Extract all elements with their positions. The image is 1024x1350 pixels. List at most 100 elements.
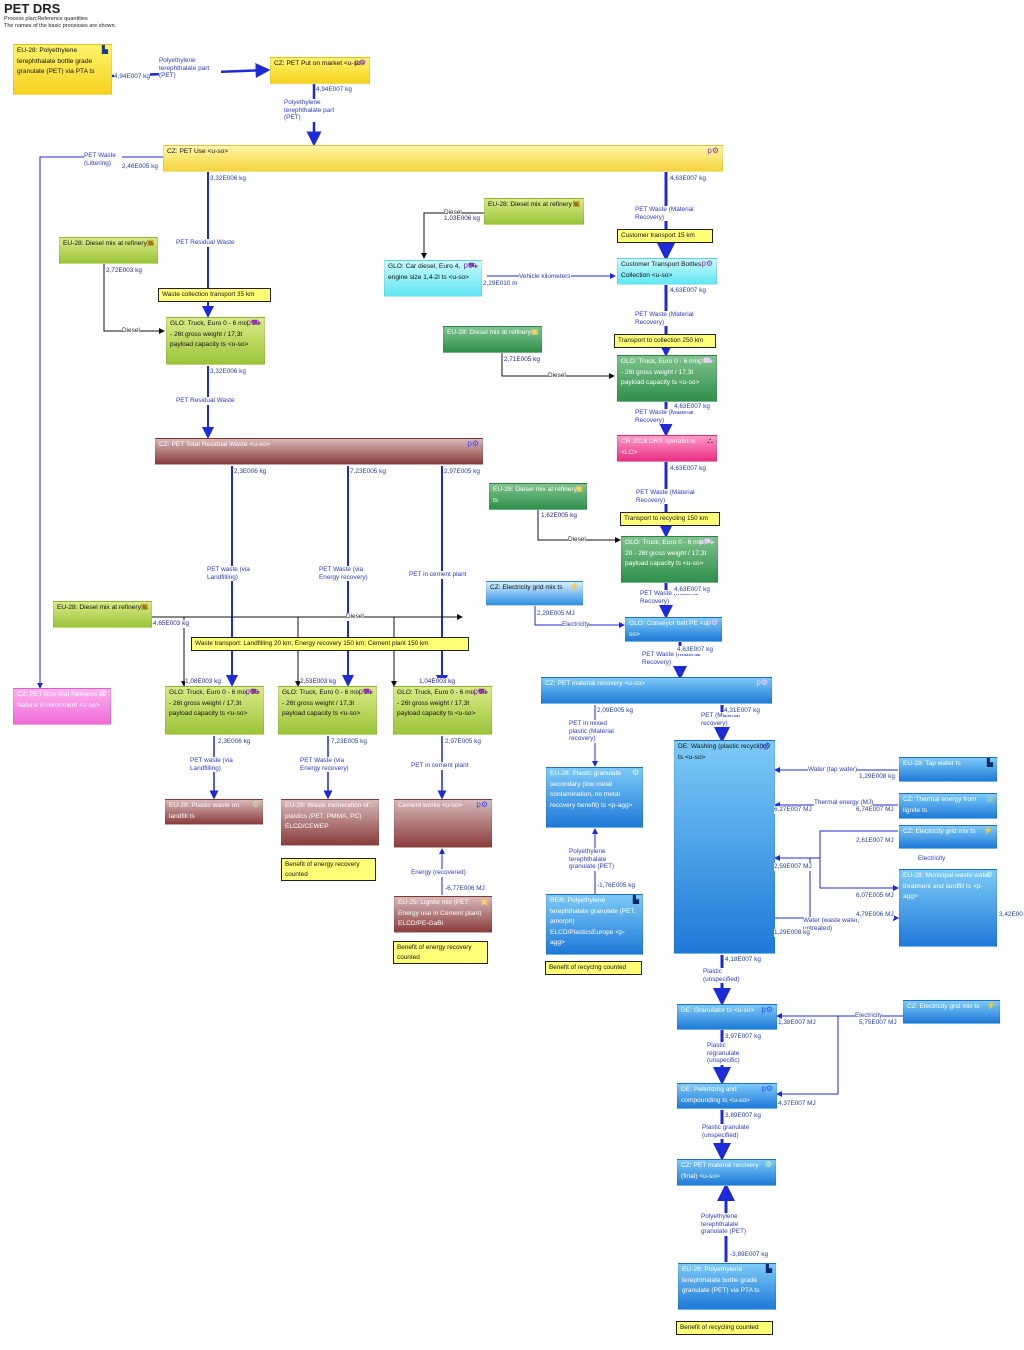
- lightning-icon: ⚡: [986, 1001, 996, 1010]
- process-label: GLO: Truck, Euro 0 - 6 mix, 20 - 26t gro…: [397, 689, 487, 717]
- process-label: EU-28: Diesel mix at refinery ts: [63, 240, 154, 247]
- process-label: CZ: PET material recovery (final) <u-so>: [681, 1162, 759, 1180]
- process-truck-cement[interactable]: GLO: Truck, Euro 0 - 6 mix, 20 - 26t gro…: [393, 686, 492, 735]
- fuel-icon: ▣: [530, 327, 538, 336]
- note-benefit-energy-2: Benefit of energy recovery counted: [393, 941, 488, 964]
- process-gear-icon: p⚙: [761, 1084, 773, 1093]
- process-diesel-refinery-5[interactable]: EU-28: Diesel mix at refinery ts▣: [53, 601, 152, 628]
- flow-amount: 4,63E007 kg: [670, 287, 706, 295]
- flow-amount: 4,63E007 kg: [674, 403, 710, 411]
- flow-label: PET in cement plant: [411, 762, 469, 770]
- process-gear-icon: p⚙: [701, 259, 713, 268]
- truck-icon: p⛟: [463, 261, 478, 270]
- flow-label: Polyethylene terephthalate part (PET): [284, 99, 346, 122]
- subtitle-line-1: Process plan:Reference quantities: [4, 16, 88, 22]
- process-label: GLO: Truck, Euro 0 - 6 mix, 20 - 26t gro…: [170, 320, 260, 348]
- process-car-diesel[interactable]: GLO: Car diesel, Euro 4, engine size 1,4…: [384, 260, 482, 297]
- fuel-icon: ▣: [146, 238, 154, 247]
- process-conveyor-belt[interactable]: GLO: Conveyor belt PE <u-so>p⚙: [625, 617, 722, 642]
- note-customer-transport: Customer transport 15 km: [617, 229, 713, 243]
- flow-label: Electricity: [918, 855, 946, 863]
- process-pet-use[interactable]: CZ: PET Use <u-so>p⚙: [163, 145, 723, 172]
- truck-icon: p⛟: [473, 687, 488, 696]
- flow-label-diesel: Diesel: [568, 536, 586, 544]
- process-label: GLO: Car diesel, Euro 4, engine size 1,4…: [388, 263, 470, 281]
- process-label: CZ: Electricity grid mix ts: [903, 828, 976, 835]
- process-electricity-grid-2[interactable]: CZ: Electricity grid mix ts⚡: [899, 825, 997, 849]
- process-pet-put-on-market[interactable]: CZ: PET Put on market <u-so>p⚙: [270, 57, 370, 84]
- process-label: GLO: Conveyor belt PE <u-so>: [629, 620, 710, 638]
- process-gear-icon: p⚙: [761, 1005, 773, 1014]
- flow-amount: 3,32E006 kg: [210, 368, 246, 376]
- process-plastic-waste-landfill[interactable]: EU-28: Plastic waste on landfill ts⚙: [165, 799, 263, 825]
- fuel-icon: ▣: [572, 199, 580, 208]
- process-truck-recycling[interactable]: GLO: Truck, Euro 0 - 6 mix, 20 - 26t gro…: [621, 536, 718, 583]
- process-drs-operations[interactable]: CR 2018 DRS operations <LC>⛬: [617, 435, 717, 462]
- flow-amount: 4,18E007 kg: [725, 956, 761, 964]
- process-pet-total-residual[interactable]: CZ: PET Total Residual Waste <u-so>p⚙: [155, 438, 483, 465]
- flow-amount: 4,79E006 MJ: [856, 911, 894, 919]
- page-title: PET DRS: [4, 1, 61, 16]
- truck-icon: p⛟: [245, 687, 260, 696]
- process-pelletizing[interactable]: DE: Pelletizing and compounding ts <u-so…: [677, 1083, 777, 1109]
- flow-label-diesel: Diesel: [122, 327, 140, 335]
- process-pet-bottle-grade-top[interactable]: EU-28: Polyethylene terephthalate bottle…: [13, 44, 112, 95]
- flow-amount: 4,63E007 kg: [677, 646, 713, 654]
- process-label: EU-28: Municipal waste water treatment a…: [903, 872, 991, 900]
- flow-label: PET Waste (via Energy recovery): [319, 566, 381, 581]
- process-diesel-refinery-3[interactable]: EU-28: Diesel mix at refinery ts▣: [443, 326, 542, 353]
- flow-label: Plastic granulate (unspecified): [702, 1124, 756, 1139]
- process-waste-incineration[interactable]: EU-28: Waste incineration of plastics (P…: [281, 799, 379, 846]
- process-truck-energy[interactable]: GLO: Truck, Euro 0 - 6 mix, 20 - 26t gro…: [278, 686, 377, 735]
- flow-label: Thermal energy (MJ): [814, 799, 874, 807]
- note-benefit-recycling-2: Benefit of recycling counted: [676, 1321, 773, 1335]
- flow-label: PET Residual Waste: [176, 397, 235, 405]
- process-municipal-waste-water[interactable]: EU-28: Municipal waste water treatment a…: [899, 869, 997, 947]
- process-label: GLO: Truck, Euro 0 - 6 mix, 20 - 26t gro…: [169, 689, 259, 717]
- process-truck-residual[interactable]: GLO: Truck, Euro 0 - 6 mix, 20 - 26t gro…: [166, 317, 265, 365]
- process-diesel-refinery-2[interactable]: EU-28: Diesel mix at refinery ts▣: [484, 198, 584, 225]
- process-truck-collection[interactable]: GLO: Truck, Euro 0 - 6 mix, 20 - 26t gro…: [617, 355, 717, 402]
- process-label: CR 2018 DRS operations <LC>: [621, 438, 696, 456]
- flow-amount: 4,63E007 kg: [670, 175, 706, 183]
- process-rer-pet-granulate[interactable]: RER: Polyethylene terephthalate granulat…: [546, 894, 643, 955]
- process-gear-icon: p⚙: [707, 146, 719, 155]
- process-cement-works[interactable]: Cement works <u-so>p⚙: [394, 799, 492, 848]
- flow-label: PET Residual Waste: [176, 239, 235, 247]
- process-truck-landfill[interactable]: GLO: Truck, Euro 0 - 6 mix, 20 - 26t gro…: [165, 686, 264, 735]
- flow-label: Polyethylene terephthalate granulate (PE…: [701, 1213, 751, 1236]
- flow-amount: 2,61E007 MJ: [856, 837, 894, 845]
- process-plastic-granulate-secondary[interactable]: EU-28: Plastic granulate secondary (low …: [546, 767, 643, 828]
- process-electricity-grid-3[interactable]: CZ: Electricity grid mix ts⚡: [903, 1000, 1000, 1024]
- flow-amount: 1,38E007 MJ: [778, 1019, 816, 1027]
- process-label: Cement works <u-so>: [398, 802, 463, 809]
- process-lignite-mix[interactable]: EU-25: Lignite mix (PET Energy use in Ce…: [394, 896, 492, 933]
- flow-amount: 2,97E005 kg: [444, 468, 480, 476]
- flow-amount: 3,97E007 kg: [725, 1033, 761, 1041]
- process-washing[interactable]: DE: Washing (plastic recycling) ts <u-so…: [674, 740, 775, 954]
- process-label: DE: Granulator ts <u-so>: [681, 1007, 755, 1014]
- flow-amount: 1,29E008 kg: [859, 773, 895, 781]
- note-waste-transport: Waste transport: Landfilling 20 km; Ener…: [191, 637, 469, 651]
- process-tap-water[interactable]: EU-28: Tap water ts▙: [899, 757, 997, 782]
- flow-amount: 4,94E007 kg: [316, 86, 352, 94]
- process-pet-material-final[interactable]: CZ: PET material recovery (final) <u-so>…: [677, 1159, 776, 1186]
- process-diesel-refinery-4[interactable]: EU-28: Diesel mix at refinery ts▣: [489, 483, 587, 510]
- process-diesel-refinery-1[interactable]: EU-28: Diesel mix at refinery ts▣: [59, 237, 158, 264]
- process-granulator[interactable]: DE: Granulator ts <u-so> p⚙: [677, 1004, 777, 1030]
- flow-amount: 4,63E007 kg: [674, 586, 710, 594]
- flow-amount: 2,09E005 kg: [597, 707, 633, 715]
- process-label: CZ: Thermal energy from lignite ts: [903, 796, 977, 814]
- flow-label: PET waste (via Landfilling): [207, 566, 261, 581]
- flow-label: Electricity: [855, 1012, 883, 1020]
- process-label: EU-25: Lignite mix (PET Energy use in Ce…: [398, 899, 482, 927]
- process-pet-bottle-grade-bottom[interactable]: EU-28: Polyethylene terephthalate bottle…: [678, 1263, 776, 1310]
- process-electricity-grid-1[interactable]: CZ: Electricity grid mix ts⚡: [486, 581, 583, 606]
- process-thermal-energy[interactable]: CZ: Thermal energy from lignite ts|||: [899, 793, 997, 819]
- flow-label-diesel: Diesel: [548, 372, 566, 380]
- process-pet-litter[interactable]: CZ: PET litter that Remains in Natural E…: [13, 688, 111, 725]
- process-gear-icon: ⚙: [985, 870, 993, 879]
- process-pet-material-recovery[interactable]: CZ: PET material recovery <u-so>p⚙: [541, 677, 772, 704]
- process-customer-transport[interactable]: Customer Transport Bottles Collection <u…: [617, 258, 717, 285]
- flow-amount: -1,76E005 kg: [597, 882, 636, 890]
